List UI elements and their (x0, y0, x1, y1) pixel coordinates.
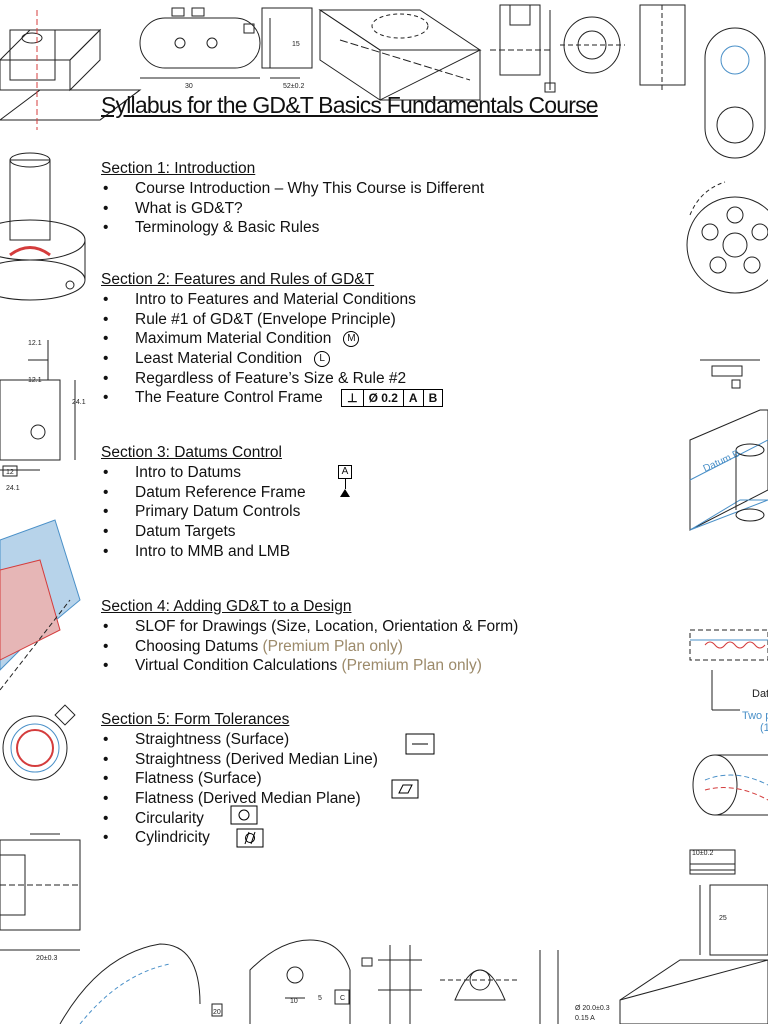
premium-note: (Premium Plan only) (341, 657, 482, 675)
dim-label: 12.1 (28, 377, 42, 384)
dim-label: 52±0.2 (283, 83, 304, 90)
mmc-symbol-icon: M (343, 331, 360, 348)
dim-label: 20±0.3 (36, 955, 57, 962)
list-item: •Intro to Datums (103, 464, 241, 481)
datum-plate-drawing-right (689, 409, 768, 531)
list-item: •Straightness (Surface) (103, 731, 290, 748)
section-title: Section 3: Datums Control (101, 444, 282, 461)
section-list: •Intro to Features and Material Conditio… (101, 290, 444, 408)
list-item: •Virtual Condition Calculations (Premium… (103, 657, 482, 675)
shaft-drawing-top-right (490, 4, 686, 93)
list-item: •Intro to MMB and LMB (103, 542, 291, 560)
dim-label: 20 (213, 1009, 221, 1016)
surface-drawing-left (0, 519, 81, 691)
section-title: Section 4: Adding GD&T to a Design (101, 598, 352, 615)
list-item: •Course Introduction – Why This Course i… (103, 180, 485, 197)
flange-drawing-bottom-right (689, 849, 768, 956)
plate-drawing-left (0, 340, 76, 477)
dim-label: 15 (292, 41, 300, 48)
dim-label: 12.1 (28, 340, 42, 347)
list-item: •Datum Targets (103, 523, 236, 541)
iso-drawing-top-center (318, 9, 482, 101)
premium-note: (Premium Plan only) (262, 637, 403, 655)
section-form-tolerances: Section 5: Form Tolerances •Straightness… (101, 710, 378, 848)
dim-label: 10±0.2 (692, 850, 713, 857)
list-item: •Datum Reference Frame (103, 483, 306, 501)
dim-label: 24.1 (72, 399, 86, 406)
list-item: •Regardless of Feature’s Size & Rule #2 (103, 369, 407, 387)
truncated-label: (1 (760, 722, 768, 734)
list-item: •Primary Datum Controls (103, 503, 301, 521)
list-item: •Circularity (103, 809, 204, 827)
truncated-label: Dat (752, 688, 768, 700)
cylinder-drawing-right (692, 754, 768, 816)
section-adding-gdt: Section 4: Adding GD&T to a Design •SLOF… (101, 597, 518, 676)
block-drawing-top-left (0, 10, 142, 130)
list-item: •What is GD&T? (103, 199, 243, 217)
dim-label: 30 (185, 83, 193, 90)
lmc-symbol-icon: L (314, 350, 331, 367)
dim-label: 5 (318, 995, 322, 1002)
list-item: •Flatness (Derived Median Plane) (103, 790, 361, 808)
flatness-icon (391, 779, 419, 799)
list-item: •Choosing Datums (Premium Plan only) (103, 637, 403, 655)
section-list: •SLOF for Drawings (Size, Location, Orie… (101, 617, 518, 676)
circularity-drawing-left (2, 704, 76, 781)
dim-label: 10 (290, 998, 298, 1005)
list-item: •Straightness (Derived Median Line) (103, 750, 378, 768)
list-item: •Cylindricity (103, 829, 210, 847)
list-item: •SLOF for Drawings (Size, Location, Orie… (103, 618, 519, 635)
list-item: •Rule #1 of GD&T (Envelope Principle) (103, 310, 396, 328)
section-features-rules: Section 2: Features and Rules of GD&T •I… (101, 270, 444, 408)
circularity-icon (230, 805, 258, 825)
cylindricity-icon (236, 828, 264, 848)
dim-label: 24.1 (6, 485, 20, 492)
cylinder-drawing-left (0, 152, 86, 301)
bottom-drawings (59, 939, 768, 1024)
section-introduction: Section 1: Introduction •Course Introduc… (101, 159, 484, 238)
bolt-circle-drawing-right (686, 181, 768, 389)
dim-label: 0.15 A (575, 1015, 595, 1022)
section-datums: Section 3: Datums Control •Intro to Datu… (101, 443, 306, 561)
section-title: Section 1: Introduction (101, 160, 256, 177)
dim-label: Ø 20.0±0.3 (575, 1005, 610, 1012)
profile-drawing-right (689, 629, 768, 711)
section-list: •Intro to Datums •Datum Reference Frame … (101, 463, 306, 561)
section-list: •Straightness (Surface) •Straightness (D… (101, 730, 378, 848)
link-drawing-right (704, 27, 766, 159)
page-title: Syllabus for the GD&T Basics Fundamental… (101, 92, 599, 118)
dim-label: 12 (6, 469, 14, 476)
dim-label: C (340, 995, 345, 1002)
section-title: Section 2: Features and Rules of GD&T (101, 271, 375, 288)
list-item: •Terminology & Basic Rules (103, 219, 320, 237)
straightness-icon (405, 733, 435, 755)
list-item: •Flatness (Surface) (103, 770, 262, 788)
truncated-label: Two p (742, 710, 768, 722)
section-list: •Course Introduction – Why This Course i… (101, 179, 484, 238)
datum-feature-symbol-icon: A (338, 465, 352, 497)
slot-drawing-top (139, 7, 313, 79)
dim-label: 25 (719, 915, 727, 922)
list-item: •Intro to Features and Material Conditio… (103, 291, 416, 308)
shaft-drawing-bottom-left (0, 833, 81, 951)
section-title: Section 5: Form Tolerances (101, 711, 290, 728)
